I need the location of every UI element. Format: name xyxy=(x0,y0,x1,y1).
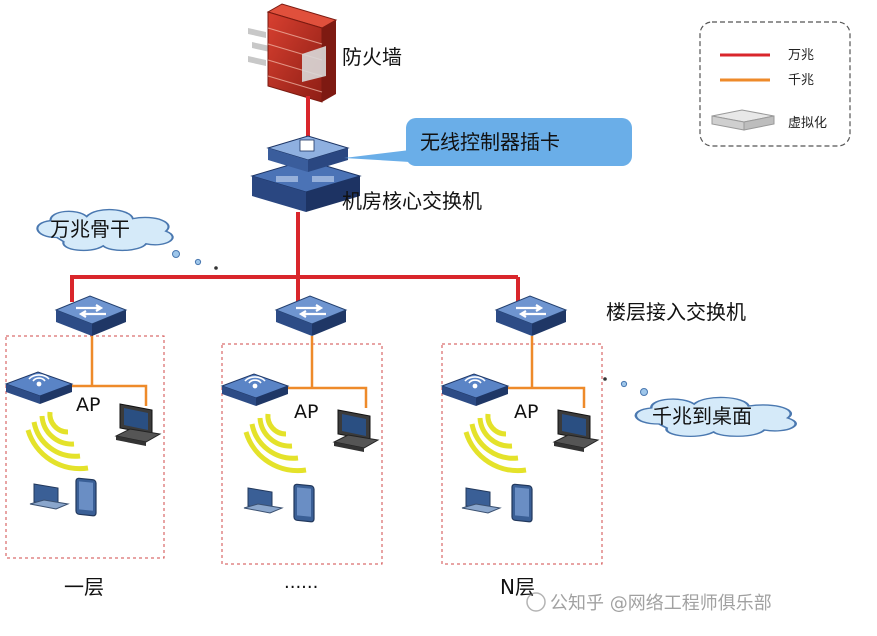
legend-virtual-device-icon xyxy=(711,109,775,131)
desktop-pc-mid-icon xyxy=(333,409,379,453)
ap-1-label: AP xyxy=(76,394,100,416)
floor-mid-label: ...... xyxy=(284,572,318,593)
tablet-mid-icon xyxy=(293,483,315,523)
legend-virtual-label: 虚拟化 xyxy=(788,116,827,131)
wifi-signal-1-icon xyxy=(28,412,88,469)
watermark-text: 公知乎 @网络工程师俱乐部 xyxy=(550,593,772,614)
desktop-cloud-label: 千兆到桌面 xyxy=(652,404,752,428)
ap-mid-icon xyxy=(221,373,289,407)
firewall-icon xyxy=(248,3,338,103)
wireless-card-callout: 无线控制器插卡 xyxy=(344,118,632,166)
legend-gig-label: 千兆 xyxy=(788,73,814,88)
legend-ten-gig-label: 万兆 xyxy=(788,48,814,63)
access-switch-n-icon xyxy=(494,294,568,338)
floor-n-label: N层 xyxy=(500,575,535,599)
backbone-cloud: 万兆骨干 xyxy=(36,208,218,270)
ten-gig-backbone xyxy=(70,212,520,302)
tablet-n-icon xyxy=(511,483,533,523)
ap-mid-label: AP xyxy=(294,401,318,423)
access-switch-mid-icon xyxy=(274,294,348,338)
desktop-pc-n-icon xyxy=(553,409,599,453)
legend: 万兆 千兆 虚拟化 xyxy=(699,21,851,147)
floor-group-mid: AP xyxy=(221,294,383,565)
core-switch-icon xyxy=(250,135,362,212)
floor-group-1: AP xyxy=(5,294,165,559)
watermark: 公知乎 @网络工程师俱乐部 xyxy=(526,592,772,614)
ap-n-icon xyxy=(441,373,509,407)
floor-1-label: 一层 xyxy=(64,575,104,599)
backbone-cloud-label: 万兆骨干 xyxy=(50,217,130,241)
wireless-card-label: 无线控制器插卡 xyxy=(420,130,560,154)
ap-n-label: AP xyxy=(514,401,538,423)
floor-1-border xyxy=(5,335,165,559)
floor-group-n: AP xyxy=(441,294,603,565)
core-switch-label: 机房核心交换机 xyxy=(342,189,482,213)
floor-mid-border xyxy=(221,343,383,565)
floor-n-border xyxy=(441,343,603,565)
laptop-1-icon xyxy=(29,483,69,510)
laptop-n-icon xyxy=(461,487,501,514)
desktop-cloud: 千兆到桌面 xyxy=(603,377,797,438)
laptop-mid-icon xyxy=(243,487,283,514)
tablet-1-icon xyxy=(75,477,97,517)
ap-1-icon xyxy=(5,371,73,405)
legend-border xyxy=(699,21,851,147)
access-switch-label: 楼层接入交换机 xyxy=(606,300,746,324)
desktop-pc-1-icon xyxy=(115,403,161,447)
firewall-label: 防火墙 xyxy=(342,45,402,69)
access-switch-1-icon xyxy=(54,294,128,338)
